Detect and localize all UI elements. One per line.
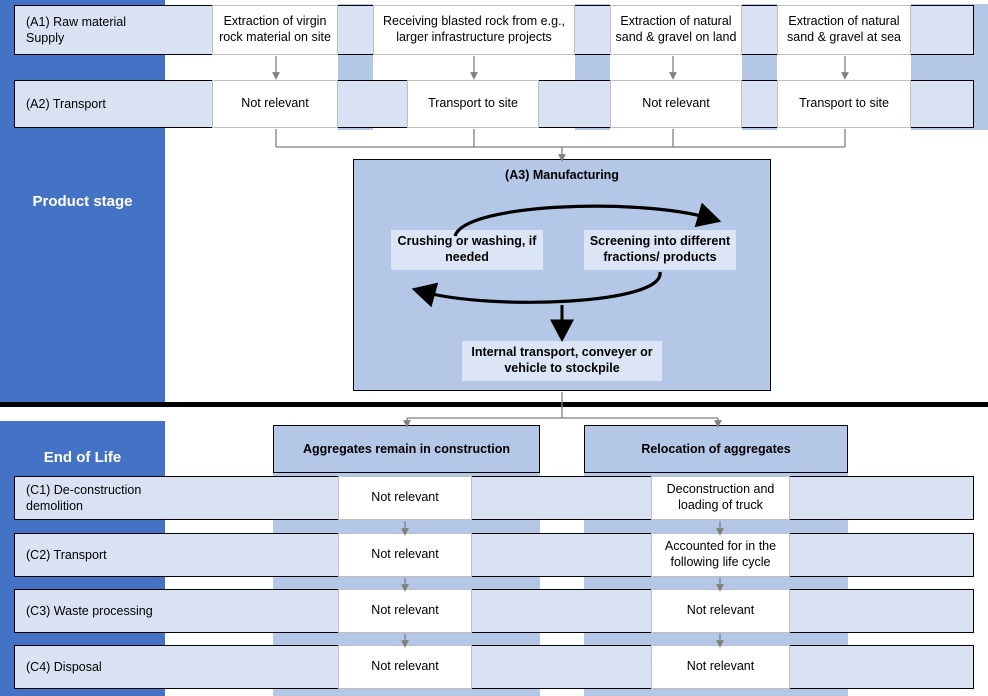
row-c1-band	[14, 476, 974, 520]
manufacturing-title: (A3) Manufacturing	[505, 168, 619, 182]
row-c2-label: (C2) Transport	[14, 533, 264, 577]
cell-a1-4[interactable]: Extraction of natural sand & gravel at s…	[777, 5, 911, 55]
row-c3-label-line1: (C3) Waste processing	[26, 603, 153, 618]
row-c2-band	[14, 533, 974, 577]
row-c1-label: (C1) De-construction demolition	[14, 476, 264, 520]
cell-c3-right[interactable]: Not relevant	[651, 589, 790, 633]
cell-a2-3[interactable]: Not relevant	[610, 80, 742, 128]
manufacturing-panel: (A3) Manufacturing	[353, 159, 771, 391]
bus-a3-eol	[403, 392, 722, 428]
row-c1-label-line2: demolition	[26, 499, 83, 513]
cell-a2-4[interactable]: Transport to site	[777, 80, 911, 128]
row-c4-label-line1: (C4) Disposal	[26, 659, 102, 674]
row-c1-label-line1: (C1) De-construction	[26, 482, 142, 497]
row-c4-band	[14, 645, 974, 689]
cell-c2-right[interactable]: Accounted for in the following life cycl…	[651, 533, 790, 577]
scenario-header-aggregates-remain[interactable]: Aggregates remain in construction	[273, 425, 540, 473]
cell-a1-3[interactable]: Extraction of natural sand & gravel on l…	[610, 5, 742, 55]
cell-c1-right[interactable]: Deconstruction and loading of truck	[651, 476, 790, 520]
row-c3-band	[14, 589, 974, 633]
row-c3-label: (C3) Waste processing	[14, 589, 264, 633]
product-stage-label: Product stage	[32, 192, 133, 210]
row-c4-label: (C4) Disposal	[14, 645, 264, 689]
end-of-life-label: End of Life	[43, 449, 122, 466]
cell-a2-2[interactable]: Transport to site	[407, 80, 539, 128]
cell-c2-left[interactable]: Not relevant	[338, 533, 472, 577]
row-a1-label-line2: Supply	[26, 31, 65, 45]
section-divider	[0, 402, 988, 407]
cell-c4-left[interactable]: Not relevant	[338, 645, 472, 689]
product-stage-bar: Product stage	[0, 0, 165, 402]
manufacturing-box-crushing[interactable]: Crushing or washing, if needed	[391, 230, 543, 270]
manufacturing-box-internal-transport[interactable]: Internal transport, conveyer or vehicle …	[462, 341, 662, 381]
cell-a2-1[interactable]: Not relevant	[212, 80, 338, 128]
cell-c4-right[interactable]: Not relevant	[651, 645, 790, 689]
cell-a1-1[interactable]: Extraction of virgin rock material on si…	[212, 5, 338, 55]
manufacturing-box-screening[interactable]: Screening into different fractions/ prod…	[584, 230, 736, 270]
cell-a1-2[interactable]: Receiving blasted rock from e.g., larger…	[373, 5, 575, 55]
row-a1-label-line1: (A1) Raw material	[26, 14, 127, 29]
bus-a2-a3	[275, 129, 846, 162]
row-a2-label: (A2) Transport	[26, 96, 106, 111]
cell-c3-left[interactable]: Not relevant	[338, 589, 472, 633]
scenario-header-relocation[interactable]: Relocation of aggregates	[584, 425, 848, 473]
row-c2-label-line1: (C2) Transport	[26, 547, 107, 562]
cell-c1-left[interactable]: Not relevant	[338, 476, 472, 520]
row-a1-label: (A1) Raw material Supply	[14, 5, 214, 55]
